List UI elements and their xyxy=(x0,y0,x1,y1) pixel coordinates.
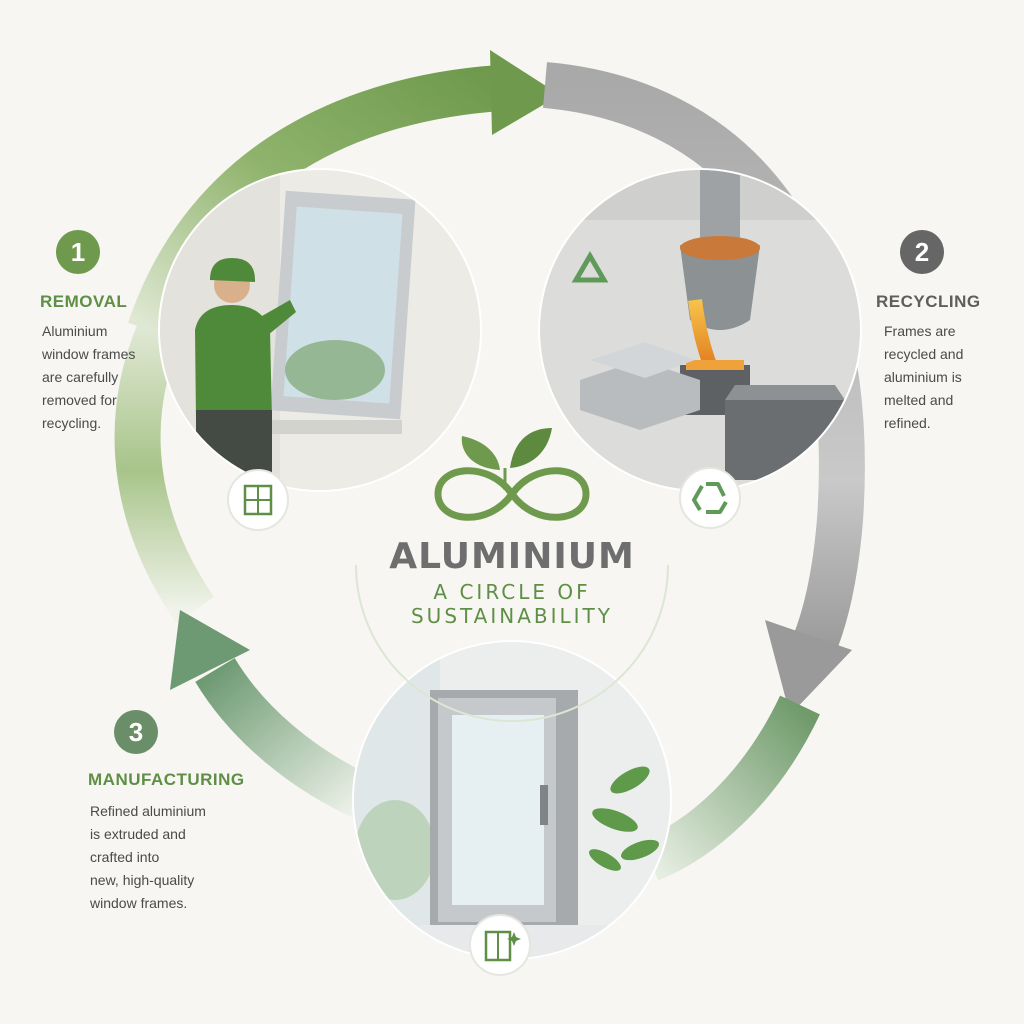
desc-line: are carefully xyxy=(42,369,119,385)
desc-line: is extruded and xyxy=(90,826,186,842)
center-arc xyxy=(355,564,669,722)
new-window-icon xyxy=(469,914,531,976)
step-title-manufacturing: MANUFACTURING xyxy=(88,770,245,789)
step-number-2: 2 xyxy=(900,230,944,274)
desc-line: crafted into xyxy=(90,849,160,865)
recycle-icon xyxy=(679,467,741,529)
center-subtitle-line1: A CIRCLE OF xyxy=(433,580,591,604)
infinity-leaf-icon xyxy=(434,428,590,521)
center-title: ALUMINIUM xyxy=(389,536,635,577)
center-subtitle-line2: SUSTAINABILITY xyxy=(410,604,613,628)
arrow-bottom-left-green xyxy=(170,610,380,822)
desc-line: window frames xyxy=(42,346,136,362)
desc-line: recycling. xyxy=(42,415,102,431)
manufacturing-photo xyxy=(352,640,672,960)
arrow-left-green xyxy=(114,320,215,623)
step-title-recycling: RECYCLING xyxy=(876,292,981,311)
desc-line: new, high-quality xyxy=(90,872,195,888)
step-number-1: 1 xyxy=(56,230,100,274)
desc-line: aluminium is xyxy=(884,369,962,385)
desc-line: window frames. xyxy=(90,895,188,911)
desc-line: Frames are xyxy=(884,323,956,339)
step-desc-manufacturing: Refined aluminium is extruded and crafte… xyxy=(90,800,206,915)
step-number-3: 3 xyxy=(114,710,158,754)
desc-line: refined. xyxy=(884,415,931,431)
step-desc-removal: Aluminium window frames are carefully re… xyxy=(42,320,135,435)
desc-line: Aluminium xyxy=(42,323,108,339)
arrow-bottom-right-green xyxy=(641,695,820,881)
step-desc-recycling: Frames are recycled and aluminium is mel… xyxy=(884,320,963,435)
desc-line: recycled and xyxy=(884,346,964,362)
window-icon xyxy=(227,469,289,531)
desc-line: removed for xyxy=(42,392,117,408)
desc-line: Refined aluminium xyxy=(90,803,206,819)
desc-line: melted and xyxy=(884,392,954,408)
step-title-removal: REMOVAL xyxy=(40,292,128,311)
